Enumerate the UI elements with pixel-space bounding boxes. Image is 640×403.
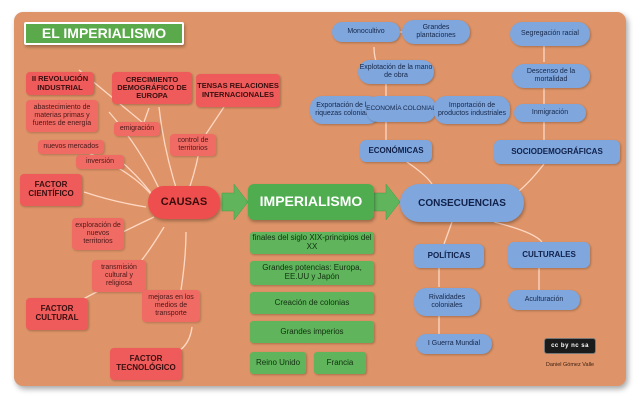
node-scientific-factor: FACTOR CIENTÍFICO [20,174,82,206]
author-credit: Daniel Gómez Valle [545,361,595,368]
node-territory-control: control de territorios [170,134,216,156]
link-consequences-political [443,221,453,245]
imperialism-item-france: Francia [314,352,366,374]
node-new-markets: nuevos mercados [38,140,104,154]
node-demographic-growth: CRECIMIENTO DEMOGRÁFICO DE EUROPA [112,72,192,104]
node-monoculture: Monocultivo [332,22,400,42]
imperialism-item-powers: Grandes potencias: Europa, EE.UU y Japón [250,261,374,285]
link-scientific-causes [83,191,147,208]
imperialism-item-uk: Reino Unido [250,352,306,374]
creative-commons-badge[interactable]: cc by nc sa [544,338,596,354]
node-raw-materials: abastecimiento de materias primas y fuen… [26,100,98,132]
link-exploration-causes [118,216,155,235]
node-plantations: Grandes plantaciones [402,20,470,44]
node-mortality-decline: Descenso de la mortalidad [512,64,590,88]
link-demographic-emigration [143,107,150,123]
node-industrial-import: Importación de productos industriales [434,96,510,124]
page-title: EL IMPERIALISMO [24,22,184,45]
imperialism-item-period: finales del siglo XIX-principios del XX [250,232,374,254]
node-immigration: Inmigración [514,104,586,122]
arrow-imperialism-to-consequences [373,183,401,221]
imperialism-item-colonies: Creación de colonias [250,292,374,314]
node-industrial-revolution: II REVOLUCIÓN INDUSTRIAL [26,72,94,95]
node-colonial-economy: ECONOMÍA COLONIAL [366,96,436,122]
node-sociodemographic: SOCIODEMOGRÁFICAS [494,140,620,164]
node-exploration: exploración de nuevos territorios [72,218,124,250]
node-consequences: CONSECUENCIAS [400,184,524,222]
node-emigration: emigración [114,122,160,136]
node-colonial-rivalries: Rivalidades coloniales [414,288,480,316]
concept-map-board: EL IMPERIALISMO II REVOLUCIÓN INDUSTRIAL… [14,12,626,386]
node-world-war-1: I Guerra Mundial [416,334,492,354]
link-tensions-territory [205,106,225,135]
node-cultural: CULTURALES [508,242,590,268]
node-transport-improvements: mejoras en los medios de transporte [142,290,200,322]
node-acculturation: Aculturación [508,290,580,310]
node-causes: CAUSAS [148,186,220,219]
node-racial-segregation: Segregación racial [510,22,590,46]
imperialism-item-empires: Grandes imperios [250,321,374,343]
arrow-causes-to-imperialism [221,183,249,221]
node-investment: inversión [76,155,124,169]
node-economic: ECONÓMICAS [360,140,432,162]
node-international-tensions: TENSAS RELACIONES INTERNACIONALES [196,74,280,107]
node-imperialism: IMPERIALISMO [248,184,374,220]
node-labor-exploitation: Explotación de la mano de obra [358,60,434,84]
node-cultural-transmission: transmisión cultural y religiosa [92,260,146,292]
node-technological-factor: FACTOR TECNOLÓGICO [110,348,182,380]
node-cultural-factor: FACTOR CULTURAL [26,298,88,330]
link-consequences-cultural [493,221,543,243]
node-political: POLÍTICAS [414,244,484,268]
